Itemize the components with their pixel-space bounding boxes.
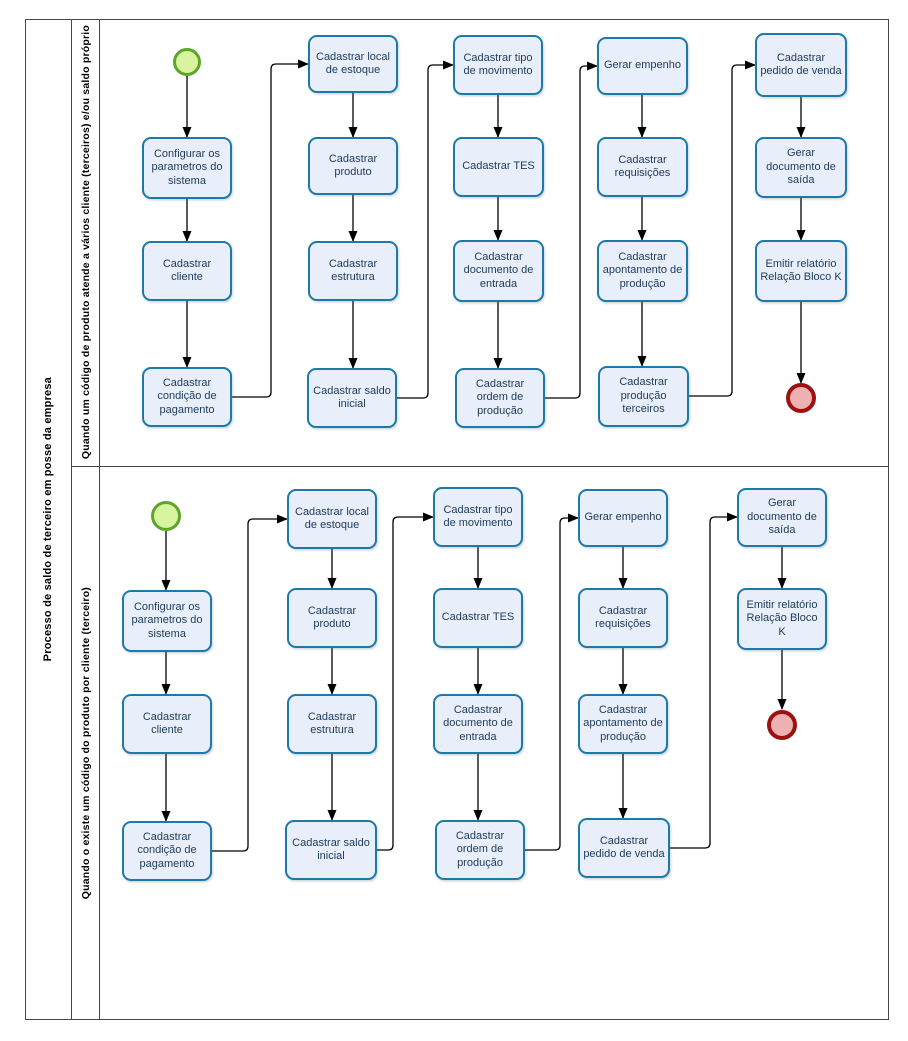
task-label: Cadastrar produção terceiros <box>619 376 668 416</box>
task-label: Configurar os parametros do sistema <box>131 600 203 640</box>
sequence-flow-arrow <box>670 512 738 849</box>
task-label: Cadastrar TES <box>462 160 535 173</box>
lane-2-title: Quando o existe um código do produto por… <box>79 586 92 900</box>
task-label: Cadastrar saldo inicial <box>313 384 391 411</box>
task-label: Cadastrar requisições <box>614 153 671 180</box>
task-node[interactable]: Cadastrar cliente <box>122 694 212 754</box>
task-node[interactable]: Cadastrar estrutura <box>308 241 398 301</box>
start-event-circle[interactable] <box>151 501 181 531</box>
task-node[interactable]: Gerar documento de saída <box>755 137 847 198</box>
task-node[interactable]: Cadastrar ordem de produção <box>455 368 545 428</box>
task-node[interactable]: Gerar documento de saída <box>737 488 827 547</box>
task-label: Cadastrar tipo de movimento <box>443 503 513 530</box>
task-node[interactable]: Cadastrar produção terceiros <box>598 366 689 427</box>
task-node[interactable]: Cadastrar documento de entrada <box>453 240 544 302</box>
task-label: Emitir relatório Relação Bloco K <box>760 257 842 284</box>
sequence-flow-arrow <box>397 60 454 399</box>
end-event-circle[interactable] <box>786 383 816 413</box>
task-node[interactable]: Gerar empenho <box>597 37 688 95</box>
task-label: Gerar documento de saída <box>766 147 836 187</box>
task-node[interactable]: Cadastrar cliente <box>142 241 232 301</box>
sequence-flow-arrow <box>689 60 756 397</box>
task-label: Cadastrar cliente <box>142 710 192 737</box>
task-node[interactable]: Cadastrar condição de pagamento <box>142 367 232 427</box>
task-node[interactable]: Cadastrar produto <box>308 137 398 195</box>
task-label: Gerar empenho <box>603 59 682 72</box>
lane-1-title: Quando um código de produto atende a vár… <box>79 25 92 460</box>
task-node[interactable]: Gerar empenho <box>578 489 668 547</box>
task-label: Configurar os parametros do sistema <box>151 147 223 187</box>
task-node[interactable]: Cadastrar local de estoque <box>308 35 398 93</box>
task-label: Cadastrar produto <box>307 604 357 631</box>
task-label: Cadastrar TES <box>441 611 515 624</box>
task-node[interactable]: Configurar os parametros do sistema <box>142 137 232 199</box>
task-node[interactable]: Cadastrar apontamento de produção <box>597 240 688 302</box>
task-node[interactable]: Cadastrar TES <box>433 588 523 648</box>
end-event-circle[interactable] <box>767 710 797 740</box>
task-node[interactable]: Cadastrar condição de pagamento <box>122 821 212 881</box>
task-node[interactable]: Cadastrar requisições <box>578 588 668 648</box>
lane-1-label-cell: Quando um código de produto atende a vár… <box>72 19 100 466</box>
pool-title-cell: Processo de saldo de terceiro em posse d… <box>25 19 72 1020</box>
task-node[interactable]: Cadastrar tipo de movimento <box>433 487 523 547</box>
pool-border <box>25 19 889 1020</box>
sequence-flow-arrow <box>377 512 434 851</box>
task-label: Cadastrar condição de pagamento <box>157 376 217 416</box>
task-label: Cadastrar requisições <box>595 604 651 631</box>
task-node[interactable]: Cadastrar TES <box>453 137 544 197</box>
task-label: Cadastrar local de estoque <box>295 505 369 532</box>
task-label: Gerar empenho <box>584 511 662 524</box>
task-label: Cadastrar cliente <box>162 257 212 284</box>
task-node[interactable]: Emitir relatório Relação Bloco K <box>755 240 847 302</box>
pool-title: Processo de saldo de terceiro em posse d… <box>42 377 54 662</box>
lane-2-label-cell: Quando o existe um código do produto por… <box>72 466 100 1020</box>
task-node[interactable]: Configurar os parametros do sistema <box>122 590 212 652</box>
task-label: Cadastrar documento de entrada <box>463 250 534 290</box>
sequence-flow-arrow <box>212 514 288 852</box>
task-label: Cadastrar saldo inicial <box>292 836 370 863</box>
task-label: Cadastrar apontamento de produção <box>583 703 663 743</box>
task-label: Cadastrar tipo de movimento <box>463 51 533 78</box>
sequence-flow-arrow <box>525 513 579 851</box>
task-node[interactable]: Cadastrar pedido de venda <box>578 818 670 878</box>
task-node[interactable]: Cadastrar requisições <box>597 137 688 197</box>
task-label: Cadastrar ordem de produção <box>475 377 525 417</box>
task-label: Cadastrar pedido de venda <box>583 834 665 861</box>
task-label: Cadastrar ordem de produção <box>455 829 505 869</box>
task-node[interactable]: Cadastrar produto <box>287 588 377 648</box>
task-label: Cadastrar documento de entrada <box>443 703 513 743</box>
start-event-circle[interactable] <box>173 48 201 76</box>
task-node[interactable]: Cadastrar ordem de produção <box>435 820 525 880</box>
task-node[interactable]: Cadastrar local de estoque <box>287 489 377 549</box>
task-node[interactable]: Cadastrar pedido de venda <box>755 33 847 97</box>
task-node[interactable]: Cadastrar saldo inicial <box>285 820 377 880</box>
task-label: Cadastrar estrutura <box>307 710 357 737</box>
sequence-flow-arrow <box>232 59 309 398</box>
task-label: Cadastrar produto <box>328 152 378 179</box>
task-node[interactable]: Cadastrar tipo de movimento <box>453 35 543 95</box>
task-label: Cadastrar apontamento de produção <box>602 250 683 290</box>
task-node[interactable]: Cadastrar estrutura <box>287 694 377 754</box>
task-node[interactable]: Cadastrar apontamento de produção <box>578 694 668 754</box>
task-node[interactable]: Cadastrar saldo inicial <box>307 368 397 428</box>
sequence-flow-arrow <box>545 61 598 399</box>
task-label: Cadastrar pedido de venda <box>760 51 842 78</box>
task-label: Emitir relatório Relação Bloco K <box>746 598 818 638</box>
task-node[interactable]: Cadastrar documento de entrada <box>433 694 523 754</box>
task-label: Gerar documento de saída <box>747 497 817 537</box>
task-label: Cadastrar estrutura <box>328 257 378 284</box>
task-label: Cadastrar local de estoque <box>316 50 390 77</box>
lane-divider <box>72 466 889 467</box>
task-label: Cadastrar condição de pagamento <box>137 830 197 870</box>
task-node[interactable]: Emitir relatório Relação Bloco K <box>737 588 827 650</box>
